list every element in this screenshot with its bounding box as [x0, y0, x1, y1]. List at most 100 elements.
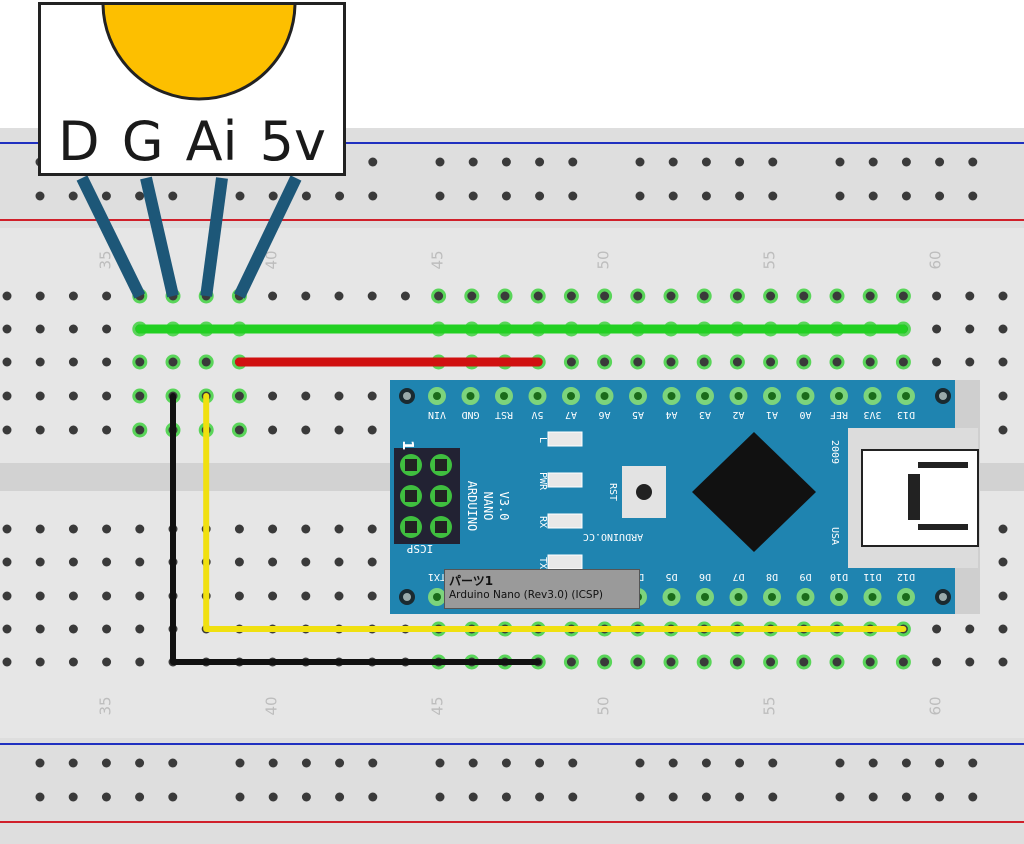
terminal-hole: [35, 324, 45, 334]
rail-hole: [135, 792, 145, 802]
rail-hole: [535, 792, 545, 802]
terminal-hole: [2, 624, 12, 634]
rail-hole: [335, 191, 345, 201]
sensor-lead: [200, 177, 228, 297]
rail-hole: [535, 758, 545, 768]
rail-hole: [768, 758, 778, 768]
terminal-hole: [799, 357, 809, 367]
rail-hole: [501, 758, 511, 768]
rail-hole: [268, 191, 278, 201]
terminal-hole: [334, 291, 344, 301]
terminal-hole: [35, 591, 45, 601]
terminal-hole: [35, 291, 45, 301]
arduino-top-pin-hole: [801, 392, 810, 400]
terminal-hole: [2, 557, 12, 567]
terminal-hole: [367, 591, 377, 601]
sensor-dome-shape: [101, 5, 297, 101]
rail-hole: [435, 758, 445, 768]
terminal-hole: [998, 524, 1008, 534]
terminal-hole: [68, 524, 78, 534]
arduino-top-pin-hole: [667, 392, 676, 400]
arduino-top-pin-label: D13: [897, 409, 915, 420]
rail-hole: [768, 191, 778, 201]
rail-hole: [101, 758, 111, 768]
terminal-hole: [301, 425, 311, 435]
rail-hole: [735, 758, 745, 768]
arduino-bottom-pin-hole: [801, 593, 810, 601]
rail-hole: [968, 758, 978, 768]
terminal-hole: [633, 357, 643, 367]
mount-hole-inner: [939, 392, 947, 400]
icsp-pin-center: [435, 521, 447, 533]
terminal-hole: [135, 591, 145, 601]
sensor-lead: [76, 175, 146, 299]
arduino-top-pin-label: A5: [632, 409, 644, 420]
rail-hole: [301, 758, 311, 768]
rail-hole: [35, 792, 45, 802]
terminal-hole: [898, 357, 908, 367]
rail-hole: [368, 157, 378, 167]
terminal-hole: [566, 357, 576, 367]
terminal-hole: [201, 357, 211, 367]
terminal-hole: [102, 425, 112, 435]
terminal-hole: [732, 357, 742, 367]
tooltip-title: パーツ1: [449, 574, 494, 588]
rail-hole: [968, 792, 978, 802]
rail-hole: [735, 792, 745, 802]
terminal-hole: [301, 591, 311, 601]
rail-hole: [468, 157, 478, 167]
terminal-hole: [998, 657, 1008, 667]
arduino-bottom-pin-hole: [868, 593, 877, 601]
reset-label: RST: [607, 483, 618, 501]
sensor-module[interactable]: D G Ai 5v: [38, 2, 346, 176]
rail-hole: [35, 191, 45, 201]
sensor-lead: [140, 176, 179, 298]
arduino-bottom-pin-hole: [835, 593, 843, 601]
rail-hole: [935, 758, 945, 768]
terminal-hole: [633, 291, 643, 301]
arduino-top-pin-label: GND: [461, 409, 479, 420]
terminal-hole: [234, 557, 244, 567]
terminal-hole: [102, 324, 112, 334]
rail-hole: [901, 758, 911, 768]
terminal-hole: [268, 557, 278, 567]
terminal-hole: [35, 624, 45, 634]
arduino-bottom-pin-label: D6: [699, 571, 711, 582]
sensor-pin-ai: Ai: [185, 110, 238, 173]
arduino-bottom-pin-label: D8: [766, 571, 778, 582]
rail-hole: [501, 792, 511, 802]
rail-hole: [235, 191, 245, 201]
terminal-hole: [932, 357, 942, 367]
year-label: 2009: [829, 440, 840, 464]
terminal-hole: [998, 624, 1008, 634]
terminal-hole: [600, 291, 610, 301]
rail-hole: [868, 191, 878, 201]
arduino-top-pin-hole: [902, 392, 910, 400]
terminal-hole: [35, 557, 45, 567]
terminal-hole: [965, 357, 975, 367]
rail-hole: [368, 191, 378, 201]
terminal-hole: [732, 657, 742, 667]
rail-hole: [635, 758, 645, 768]
rail-hole: [335, 792, 345, 802]
rail-hole: [635, 157, 645, 167]
terminal-hole: [334, 391, 344, 401]
terminal-hole: [699, 657, 709, 667]
status-led-label: PWR: [537, 472, 548, 491]
rail-hole: [135, 191, 145, 201]
terminal-hole: [268, 291, 278, 301]
terminal-hole: [998, 357, 1008, 367]
terminal-hole: [68, 357, 78, 367]
terminal-hole: [35, 391, 45, 401]
arduino-top-pin-label: A0: [799, 409, 811, 420]
terminal-hole: [633, 657, 643, 667]
terminal-hole: [2, 391, 12, 401]
terminal-hole: [2, 524, 12, 534]
sensor-pin-5v: 5v: [259, 110, 326, 173]
terminal-hole: [68, 624, 78, 634]
rail-hole: [535, 191, 545, 201]
rail-hole: [168, 191, 178, 201]
icsp-number: 1: [399, 440, 417, 450]
usb-contact: [918, 462, 968, 468]
rail-hole: [935, 191, 945, 201]
